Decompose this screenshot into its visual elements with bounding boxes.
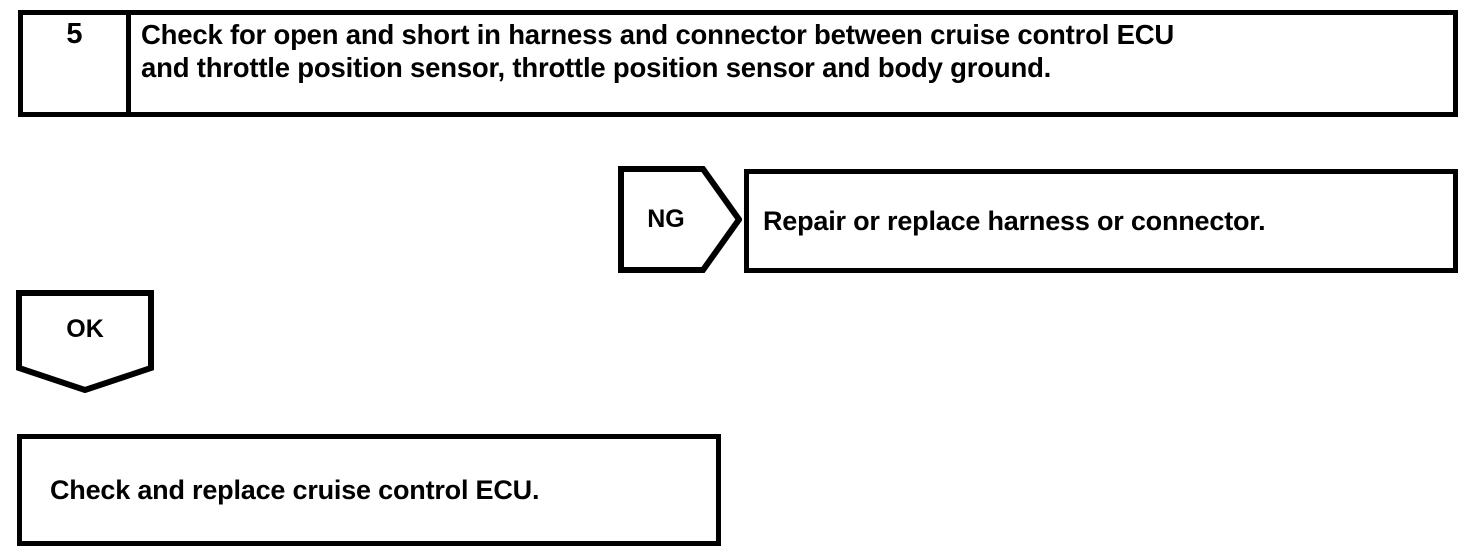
ok-branch-arrow: OK <box>16 290 154 393</box>
ok-result-text: Check and replace cruise control ECU. <box>50 475 540 505</box>
step-instruction-cell: Check for open and short in harness and … <box>131 15 1453 112</box>
step-number: 5 <box>66 18 83 50</box>
ng-result-text: Repair or replace harness or connector. <box>763 206 1266 236</box>
step-instruction-text: Check for open and short in harness and … <box>141 19 1175 83</box>
ng-branch-arrow: NG <box>618 166 742 273</box>
step-row: 5 Check for open and short in harness an… <box>18 10 1458 117</box>
ng-result-box: Repair or replace harness or connector. <box>744 169 1458 273</box>
ok-arrow-shape <box>16 290 154 393</box>
ng-arrow-shape <box>618 166 742 273</box>
ok-result-box: Check and replace cruise control ECU. <box>17 434 721 546</box>
step-number-cell: 5 <box>23 15 131 112</box>
